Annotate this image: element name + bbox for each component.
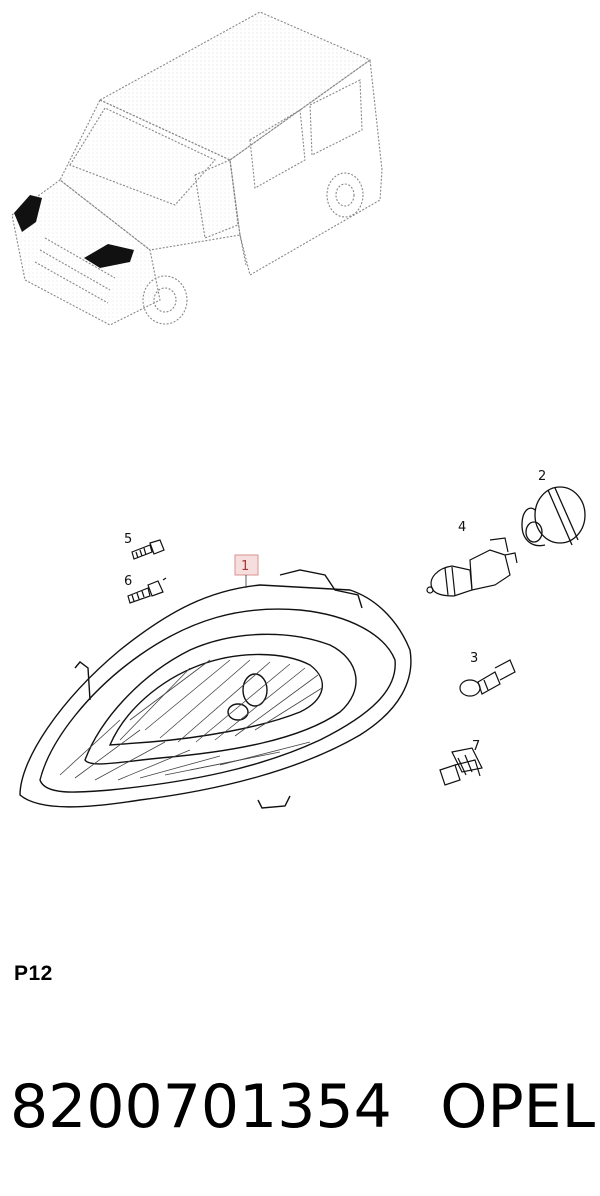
bulb-3 [459, 659, 516, 697]
bulb-4 [426, 537, 518, 597]
callout-3: 3 [470, 651, 478, 666]
callout-4: 4 [458, 520, 466, 535]
brand-name: OPEL [440, 1072, 595, 1142]
dust-cap-2 [521, 486, 586, 547]
callout-5: 5 [124, 532, 132, 547]
bolt-6 [127, 577, 167, 604]
connector-7 [439, 747, 483, 786]
callout-6: 6 [124, 574, 132, 589]
van-headlamp-highlights [14, 195, 134, 268]
reflector-hatching [59, 659, 323, 781]
bolt-5 [131, 539, 165, 560]
headlamp-assembly [19, 569, 412, 809]
footer: 8200701354 OPEL [10, 1062, 595, 1152]
part-number: 8200701354 [10, 1072, 392, 1142]
section-code: P12 [14, 962, 53, 985]
callout-7: 7 [472, 739, 480, 754]
callout-1: 1 [241, 559, 249, 574]
van-illustration [11, 11, 383, 326]
callout-2: 2 [538, 469, 546, 484]
